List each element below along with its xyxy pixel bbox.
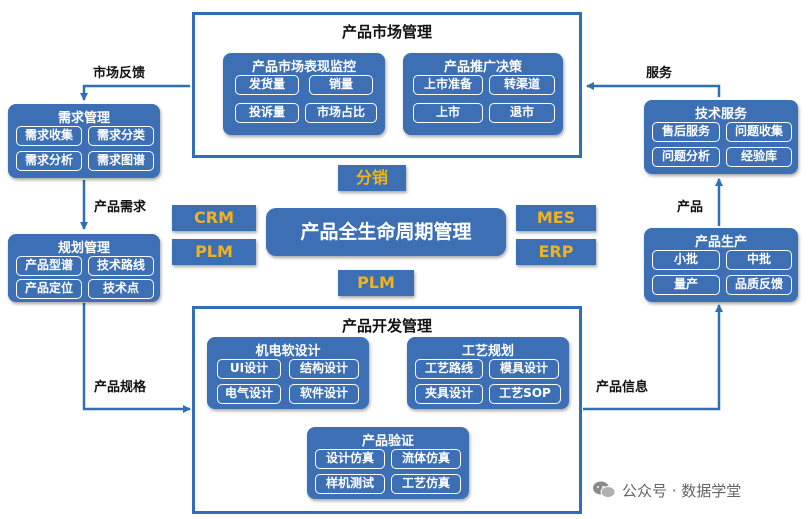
demand-item: 需求收集 [16, 126, 82, 146]
market-perf-item: 投诉量 [235, 103, 299, 123]
tag-erp: ERP [516, 239, 596, 265]
market-perf-item: 发货量 [235, 75, 299, 95]
label-service: 服务 [646, 66, 673, 81]
demand-item: 需求分析 [16, 151, 82, 171]
production-title: 产品生产 [694, 235, 747, 250]
planning-item: 产品型谱 [16, 256, 82, 276]
market-promotion-title: 产品推广决策 [443, 60, 522, 75]
tech-service-item: 问题收集 [726, 122, 792, 142]
mechatronic-item: 结构设计 [289, 359, 359, 379]
market-management-title: 产品市场管理 [341, 23, 432, 41]
product-verification-panel: 产品验证 设计仿真 流体仿真 样机测试 工艺仿真 [307, 427, 469, 499]
tech-service-panel: 技术服务 售后服务 问题收集 问题分析 经验库 [644, 100, 798, 174]
verification-item: 设计仿真 [315, 449, 385, 469]
process-item: 模具设计 [489, 359, 559, 379]
mechatronic-design-panel: 机电软设计 UI设计 结构设计 电气设计 软件设计 [207, 337, 369, 409]
process-item: 夹具设计 [415, 384, 483, 404]
market-performance-title: 产品市场表现监控 [251, 60, 356, 75]
market-perf-item: 销量 [309, 75, 373, 95]
production-item: 小批 [652, 250, 720, 270]
tag-plm-bottom: PLM [338, 270, 414, 296]
label-product-spec: 产品规格 [94, 380, 147, 395]
planning-item: 技术路线 [88, 256, 154, 276]
tech-service-item: 售后服务 [652, 122, 720, 142]
market-promo-item: 上市准备 [413, 75, 483, 95]
mechatronic-item: 电气设计 [217, 384, 281, 404]
market-perf-item: 市场占比 [305, 103, 377, 123]
production-item: 量产 [652, 275, 720, 295]
tag-crm: CRM [172, 205, 256, 231]
market-performance-panel: 产品市场表现监控 发货量 销量 投诉量 市场占比 [223, 53, 385, 135]
mechatronic-item: 软件设计 [289, 384, 359, 404]
tech-service-title: 技术服务 [694, 107, 747, 122]
arrow-market-feedback [80, 84, 190, 101]
market-promo-item: 退市 [489, 103, 555, 123]
tag-mes: MES [516, 205, 596, 231]
production-item: 品质反馈 [726, 275, 792, 295]
process-planning-panel: 工艺规划 工艺路线 模具设计 夹具设计 工艺SOP [407, 337, 569, 409]
demand-management-title: 需求管理 [57, 111, 110, 126]
production-panel: 产品生产 小批 中批 量产 品质反馈 [644, 228, 798, 302]
process-planning-title: 工艺规划 [461, 344, 514, 359]
tech-service-item: 问题分析 [652, 147, 720, 167]
arrow-development-to-production [583, 304, 723, 411]
label-product-demand: 产品需求 [94, 200, 147, 215]
watermark: 公众号 · 数据学堂 [592, 476, 802, 506]
verification-item: 工艺仿真 [391, 474, 461, 494]
verification-item: 流体仿真 [391, 449, 461, 469]
lifecycle-management-center: 产品全生命周期管理 [266, 208, 506, 256]
planning-management-title: 规划管理 [57, 241, 110, 256]
demand-management-panel: 需求管理 需求收集 需求分类 需求分析 需求图谱 [8, 104, 160, 178]
demand-item: 需求分类 [88, 126, 154, 146]
arrow-planning-to-development [82, 303, 191, 413]
demand-item: 需求图谱 [88, 151, 154, 171]
market-promotion-panel: 产品推广决策 上市准备 转渠道 上市 退市 [403, 53, 563, 135]
planning-item: 技术点 [88, 279, 154, 299]
mechatronic-item: UI设计 [217, 359, 281, 379]
planning-management-panel: 规划管理 产品型谱 技术路线 产品定位 技术点 [8, 234, 160, 302]
development-management-frame: 产品开发管理 机电软设计 UI设计 结构设计 电气设计 软件设计 工艺规划 工艺… [192, 306, 582, 514]
label-product-info: 产品信息 [596, 380, 649, 395]
watermark-text: 公众号 · 数据学堂 [622, 482, 742, 500]
product-verification-title: 产品验证 [361, 434, 414, 449]
planning-item: 产品定位 [16, 279, 82, 299]
wechat-icon [593, 481, 616, 498]
tag-plm-left: PLM [172, 239, 256, 265]
arrow-service-to-market [586, 82, 721, 97]
development-management-title: 产品开发管理 [341, 317, 432, 335]
mechatronic-design-title: 机电软设计 [255, 344, 321, 359]
process-item: 工艺SOP [489, 384, 561, 404]
label-product: 产品 [677, 200, 704, 215]
tech-service-item: 经验库 [726, 147, 792, 167]
market-promo-item: 转渠道 [489, 75, 555, 95]
process-item: 工艺路线 [415, 359, 483, 379]
verification-item: 样机测试 [315, 474, 385, 494]
market-management-frame: 产品市场管理 产品市场表现监控 发货量 销量 投诉量 市场占比 产品推广决策 上… [192, 12, 582, 158]
market-promo-item: 上市 [413, 103, 483, 123]
tag-distribution: 分销 [338, 165, 406, 191]
label-market-feedback: 市场反馈 [93, 66, 146, 81]
production-item: 中批 [726, 250, 792, 270]
